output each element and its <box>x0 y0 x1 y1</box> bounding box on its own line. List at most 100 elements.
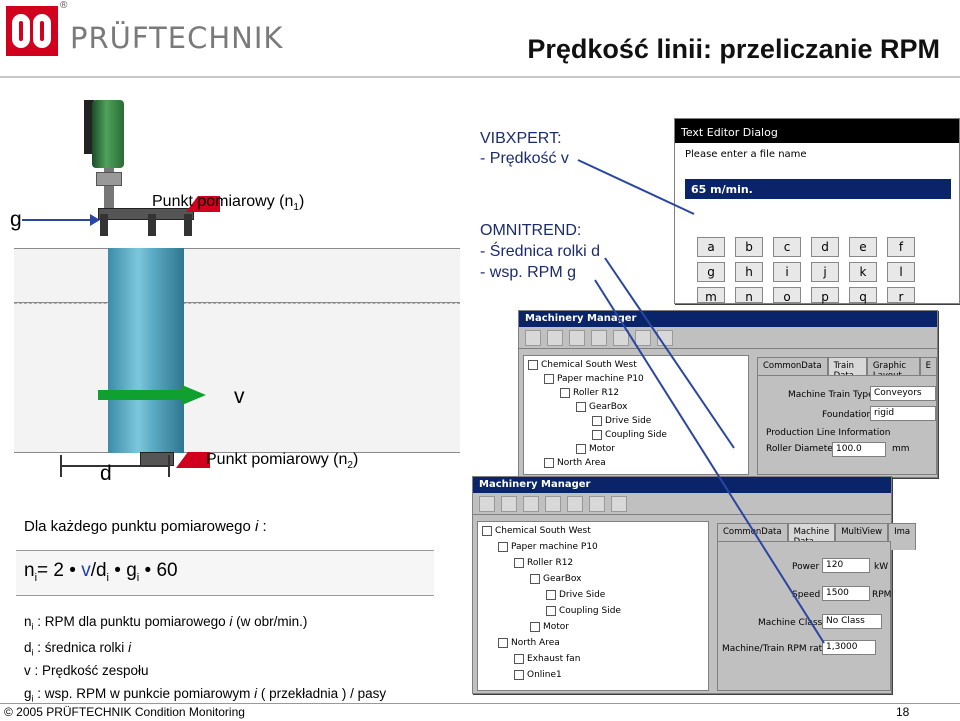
key-q[interactable]: q <box>849 287 877 304</box>
save-icon[interactable] <box>589 496 605 512</box>
page-number: 18 <box>896 705 910 719</box>
exit-icon[interactable] <box>611 496 627 512</box>
key-f[interactable]: f <box>887 237 915 257</box>
tree-item[interactable]: Chemical South West <box>482 526 591 536</box>
train-data-panel: Machine Train Type Conveyors Foundation … <box>757 375 937 475</box>
tree-item[interactable]: Coupling Side <box>592 430 667 440</box>
tree-item[interactable]: Paper machine P10 <box>498 542 598 552</box>
add-icon[interactable] <box>547 330 563 346</box>
key-l[interactable]: l <box>887 262 915 282</box>
key-g[interactable]: g <box>697 262 725 282</box>
delete-icon[interactable] <box>545 496 561 512</box>
key-c[interactable]: c <box>773 237 801 257</box>
tree-item[interactable]: Roller R12 <box>514 558 573 568</box>
machinery-manager-window-bottom: Machinery Manager Chemical South West Pa… <box>472 476 917 694</box>
power-field[interactable]: 120 <box>822 558 870 573</box>
motor-icon <box>92 100 124 168</box>
coupling <box>96 172 122 186</box>
window-title: Machinery Manager <box>473 477 891 493</box>
file-name-input[interactable]: 65 m/min. <box>685 179 951 199</box>
tree-item[interactable]: GearBox <box>530 574 581 584</box>
bearing-foot <box>148 214 156 236</box>
tree-item[interactable]: Online1 <box>514 670 562 680</box>
save-icon[interactable] <box>635 330 651 346</box>
machine-class-field[interactable]: No Class <box>822 614 882 629</box>
key-e[interactable]: e <box>849 237 877 257</box>
toolbar <box>473 493 891 515</box>
key-p[interactable]: p <box>811 287 839 304</box>
area-icon <box>544 458 554 468</box>
tree-item[interactable]: Exhaust fan <box>514 654 580 664</box>
key-k[interactable]: k <box>849 262 877 282</box>
fan-icon <box>514 654 524 664</box>
tree-item[interactable]: Drive Side <box>592 416 651 426</box>
gear-ratio-arrow <box>22 214 100 226</box>
label-g: g <box>10 208 22 231</box>
roller-lower <box>14 303 460 453</box>
motor-end-cap <box>84 100 94 154</box>
tree-item[interactable]: Drive Side <box>546 590 605 600</box>
machine-train-type-field[interactable]: Conveyors <box>870 386 936 401</box>
footer-divider <box>0 703 960 704</box>
key-n[interactable]: n <box>735 287 763 304</box>
gearbox-icon <box>576 402 586 412</box>
add-icon[interactable] <box>501 496 517 512</box>
key-m[interactable]: m <box>697 287 725 304</box>
tree-item[interactable]: North Area <box>498 638 560 648</box>
tree-item[interactable]: Coupling Side <box>546 606 621 616</box>
move-icon[interactable] <box>523 496 539 512</box>
foundation-field[interactable]: rigid <box>870 406 936 421</box>
tab-more[interactable]: Ima <box>888 523 917 550</box>
speed-field[interactable]: 1500 <box>822 586 870 601</box>
point-2-label: Punkt pomiarowy (n2) <box>206 451 359 472</box>
key-a[interactable]: a <box>697 237 725 257</box>
diameter-dimension <box>60 465 170 467</box>
point-1-label: Punkt pomiarowy (n1) <box>152 193 305 214</box>
tree-item[interactable]: Paper machine P10 <box>544 374 644 384</box>
formula-intro: Dla każdego punktu pomiarowego i : <box>24 518 267 535</box>
tree-item[interactable]: Motor <box>576 444 615 454</box>
tree-item[interactable]: Chemical South West <box>528 360 637 370</box>
tree-item[interactable]: GearBox <box>576 402 627 412</box>
speed-label: Speed <box>792 590 821 600</box>
tree-item[interactable]: Motor <box>530 622 569 632</box>
omnitrend-heading: OMNITREND: <box>480 222 582 239</box>
tree-icon[interactable] <box>479 496 495 512</box>
roller-diameter-unit: mm <box>892 444 910 454</box>
key-d[interactable]: d <box>811 237 839 257</box>
title-divider <box>0 76 960 78</box>
key-o[interactable]: o <box>773 287 801 304</box>
slide-title: Prędkość linii: przeliczanie RPM <box>527 34 940 64</box>
vibxpert-heading: VIBXPERT: <box>480 130 562 147</box>
tree-item[interactable]: Roller R12 <box>560 388 619 398</box>
key-h[interactable]: h <box>735 262 763 282</box>
machine-icon <box>498 542 508 552</box>
roller-icon <box>560 388 570 398</box>
key-j[interactable]: j <box>811 262 839 282</box>
omnitrend-item-diameter: - Średnica rolki d <box>480 243 601 260</box>
delete-icon[interactable] <box>591 330 607 346</box>
machine-class-label: Machine Class <box>758 618 823 628</box>
toolbar <box>519 327 937 349</box>
move-icon[interactable] <box>569 330 585 346</box>
rpm-ratio-field[interactable]: 1,3000 <box>822 640 876 655</box>
tree-icon[interactable] <box>525 330 541 346</box>
machine-icon <box>544 374 554 384</box>
label-d: d <box>100 462 112 485</box>
diameter-tick <box>60 455 62 477</box>
power-unit: kW <box>874 562 889 572</box>
settings-icon[interactable] <box>567 496 583 512</box>
tree-item[interactable]: North Area <box>544 458 606 468</box>
measurement-point-icon <box>546 606 556 616</box>
roller-icon <box>514 558 524 568</box>
definition-n: ni : RPM dla punktu pomiarowego i (w obr… <box>24 614 308 632</box>
roller-diameter-field[interactable]: 100.0 <box>832 442 886 457</box>
text-editor-title: Text Editor Dialog <box>675 119 959 143</box>
definition-g: gi : wsp. RPM w punkcie pomiarowym i ( p… <box>24 686 387 704</box>
site-icon <box>528 360 538 370</box>
bearing-foot <box>184 214 192 236</box>
key-b[interactable]: b <box>735 237 763 257</box>
settings-icon[interactable] <box>613 330 629 346</box>
key-i[interactable]: i <box>773 262 801 282</box>
key-r[interactable]: r <box>887 287 915 304</box>
